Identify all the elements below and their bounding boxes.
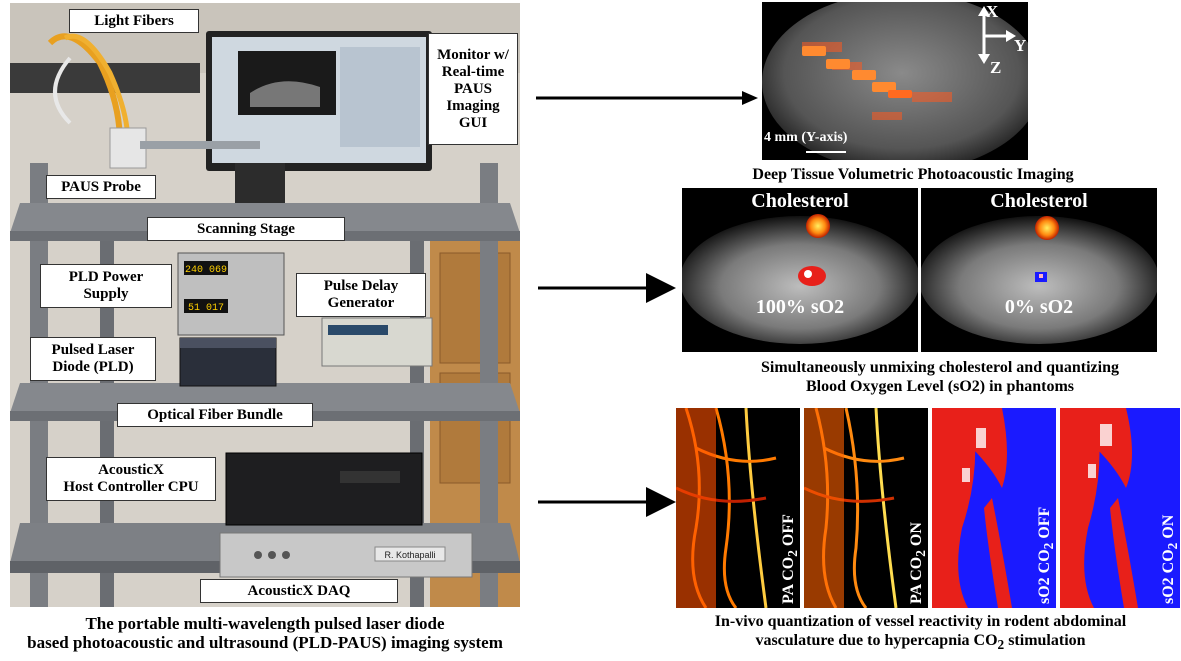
volumetric-caption: Deep Tissue Volumetric Photoacoustic Ima… xyxy=(752,166,1074,183)
phantom-left-title: Cholesterol xyxy=(751,190,849,212)
axes-icon xyxy=(978,6,1016,64)
panel-label-suffix: ON xyxy=(908,522,925,551)
caption-sub: 2 xyxy=(997,637,1005,653)
label-scanning-stage: Scanning Stage xyxy=(147,217,345,241)
daq-nameplate: R. Kothapalli xyxy=(384,550,435,560)
so2-on-label: sO2 CO2 ON xyxy=(1160,515,1180,604)
scale-bar xyxy=(806,151,846,153)
label-line: Pulse Delay xyxy=(323,278,399,294)
pa-off-label: PA CO2 OFF xyxy=(780,514,800,604)
label-line: Pulsed Laser xyxy=(51,342,135,358)
label-monitor: Monitor w/ Real-time PAUS Imaging GUI xyxy=(428,33,518,145)
so2-off-drawing xyxy=(932,408,1012,608)
panel-label-suffix: OFF xyxy=(1036,506,1053,543)
pa-off-drawing xyxy=(676,408,777,608)
invivo-caption-line1: In-vivo quantization of vessel reactivit… xyxy=(714,613,1127,630)
panel-label: PA CO xyxy=(908,556,925,604)
phantom-right-drawing xyxy=(921,216,1157,344)
invivo-pa-on: PA CO2 ON xyxy=(804,408,928,608)
phantom-right-title: Cholesterol xyxy=(990,190,1088,212)
panel-label: sO2 CO xyxy=(1160,549,1177,604)
label-monitor-line: Real-time xyxy=(441,63,505,80)
invivo-pa-off: PA CO2 OFF xyxy=(676,408,800,608)
pa-on-drawing xyxy=(804,408,905,608)
caption-part: stimulation xyxy=(1004,632,1086,649)
cholesterol-marker xyxy=(1035,216,1059,240)
arrow-top xyxy=(536,91,758,105)
label-monitor-line: Imaging xyxy=(446,97,500,114)
caption-part: vasculature due to hypercapnia CO xyxy=(755,632,998,649)
phantom-left: Cholesterol 100% sO2 xyxy=(682,188,918,352)
label-line: PLD Power xyxy=(68,269,144,285)
volumetric-drawing xyxy=(762,2,1028,160)
photo-caption-line: The portable multi-wavelength pulsed las… xyxy=(85,614,445,633)
pa-on-label: PA CO2 ON xyxy=(908,522,928,604)
label-light-fibers: Light Fibers xyxy=(69,9,199,33)
label-paus-probe: PAUS Probe xyxy=(46,175,156,199)
so2-off-label: sO2 CO2 OFF xyxy=(1036,507,1056,604)
axis-label-x: X xyxy=(986,2,999,21)
label-line: AcousticX xyxy=(98,462,164,478)
label-pulse-delay-generator: Pulse Delay Generator xyxy=(296,273,426,317)
panel-label-sub: 2 xyxy=(913,550,928,557)
system-photo: 240 069 51 017 R. Kothapalli Light Fiber… xyxy=(10,3,520,607)
label-host-controller: AcousticX Host Controller CPU xyxy=(46,457,216,501)
label-acousticx-daq: AcousticX DAQ xyxy=(200,579,398,603)
label-optical-fiber-bundle: Optical Fiber Bundle xyxy=(117,403,313,427)
label-pld-power-supply: PLD Power Supply xyxy=(40,264,172,308)
phantom-left-label: 100% sO2 xyxy=(755,296,845,318)
label-line: Host Controller CPU xyxy=(63,479,199,495)
label-line: Diode (PLD) xyxy=(52,359,134,375)
panel-label: PA CO xyxy=(780,556,797,604)
photo-caption-line: based photoacoustic and ultrasound (PLD-… xyxy=(27,633,503,652)
panel-label: sO2 CO xyxy=(1036,549,1053,604)
axis-label-y: Y xyxy=(1014,36,1027,55)
power-display-2: 51 017 xyxy=(188,303,224,314)
phantom-left-drawing xyxy=(682,214,918,344)
panel-label-suffix: OFF xyxy=(780,514,797,551)
so2-on-drawing xyxy=(1060,408,1138,608)
panel-label-sub: 2 xyxy=(785,550,800,557)
label-monitor-line: GUI xyxy=(458,114,488,131)
phantom-right: Cholesterol 0% sO2 xyxy=(921,188,1157,352)
volumetric-image: X Y Z 4 mm (Y-axis) xyxy=(762,2,1028,160)
scale-bar-label: 4 mm (Y-axis) xyxy=(764,130,848,145)
invivo-caption-line2: vasculature due to hypercapnia CO2 stimu… xyxy=(660,631,1181,654)
axis-label-z: Z xyxy=(990,58,1002,77)
label-line: Generator xyxy=(327,295,395,311)
panel-label-sub: 2 xyxy=(1165,542,1180,550)
label-monitor-line: Monitor w/ xyxy=(437,46,509,63)
phantom-caption-line: Simultaneously unmixing cholesterol and … xyxy=(761,359,1119,376)
label-line: Supply xyxy=(83,286,129,302)
phantom-caption-line: Blood Oxygen Level (sO2) in phantoms xyxy=(805,378,1075,395)
invivo-so2-on: sO2 CO2 ON xyxy=(1060,408,1180,608)
panel-label-suffix: ON xyxy=(1160,514,1177,543)
label-pulsed-laser-diode: Pulsed Laser Diode (PLD) xyxy=(30,337,156,381)
phantom-right-label: 0% sO2 xyxy=(1004,296,1074,318)
invivo-so2-off: sO2 CO2 OFF xyxy=(932,408,1056,608)
so2-marker-red xyxy=(798,266,826,286)
power-display-1: 240 069 xyxy=(185,265,227,276)
cholesterol-marker xyxy=(806,214,830,238)
phantom-caption: Simultaneously unmixing cholesterol and … xyxy=(690,358,1181,396)
arrows xyxy=(538,96,690,517)
panel-label-sub: 2 xyxy=(1041,542,1056,550)
invivo-caption: In-vivo quantization of vessel reactivit… xyxy=(660,612,1181,654)
label-monitor-line: PAUS xyxy=(453,80,493,97)
photo-caption: The portable multi-wavelength pulsed las… xyxy=(0,614,530,652)
